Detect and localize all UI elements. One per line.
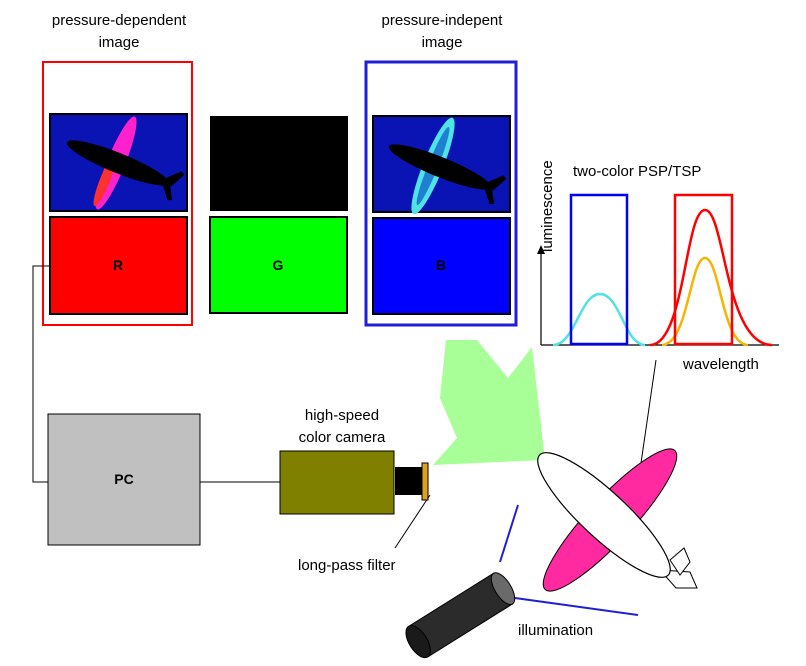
blue-emission-curve: [552, 292, 646, 347]
pressure-independent-label: pressure-indepent image: [382, 12, 504, 51]
green-channel-image: [209, 216, 348, 314]
long-pass-filter-label: long-pass filter: [298, 557, 396, 574]
illumination-label: illumination: [518, 622, 593, 639]
illumination-beam-lines: [499, 504, 639, 616]
svg-text:high-speed: high-speed: [305, 407, 379, 424]
red-channel-frame: [42, 61, 193, 326]
blue-channel-image: [372, 217, 511, 315]
channel-b-label: B: [436, 257, 446, 273]
svg-text:color camera: color camera: [299, 429, 386, 446]
camera-label: high-speed color camera: [299, 407, 386, 446]
blue-channel-frame: [364, 60, 518, 327]
lamp-icon: [405, 572, 516, 659]
red-band-box: [673, 193, 734, 346]
channel-r-label: R: [113, 257, 123, 273]
blue-channel-model-image: [372, 115, 511, 215]
luminescence-axis-label: luminescence: [539, 160, 556, 252]
pc-label: PC: [114, 471, 133, 487]
svg-text:pressure-dependent: pressure-dependent: [52, 12, 187, 29]
green-arrow: [433, 340, 545, 465]
orange-emission-curve: [661, 256, 749, 347]
channel-g-label: G: [273, 257, 284, 273]
red-channel-model-image: [49, 113, 188, 212]
blue-band-box: [569, 193, 629, 346]
red-channel-image: [49, 216, 188, 315]
green-channel-dark-image: [210, 116, 348, 211]
pc-box: [47, 413, 201, 546]
svg-text:image: image: [99, 34, 140, 51]
wavelength-axis-label: wavelength: [682, 356, 759, 373]
camera-icon: [279, 450, 429, 515]
airplane-icon: [537, 448, 698, 592]
red-emission-curve: [649, 208, 773, 347]
two-color-label: two-color PSP/TSP: [573, 163, 701, 180]
svg-text:image: image: [422, 34, 463, 51]
spectrum-axes: [537, 245, 779, 346]
pressure-dependent-label: pressure-dependent image: [52, 12, 187, 51]
svg-text:pressure-indepent: pressure-indepent: [382, 12, 504, 29]
